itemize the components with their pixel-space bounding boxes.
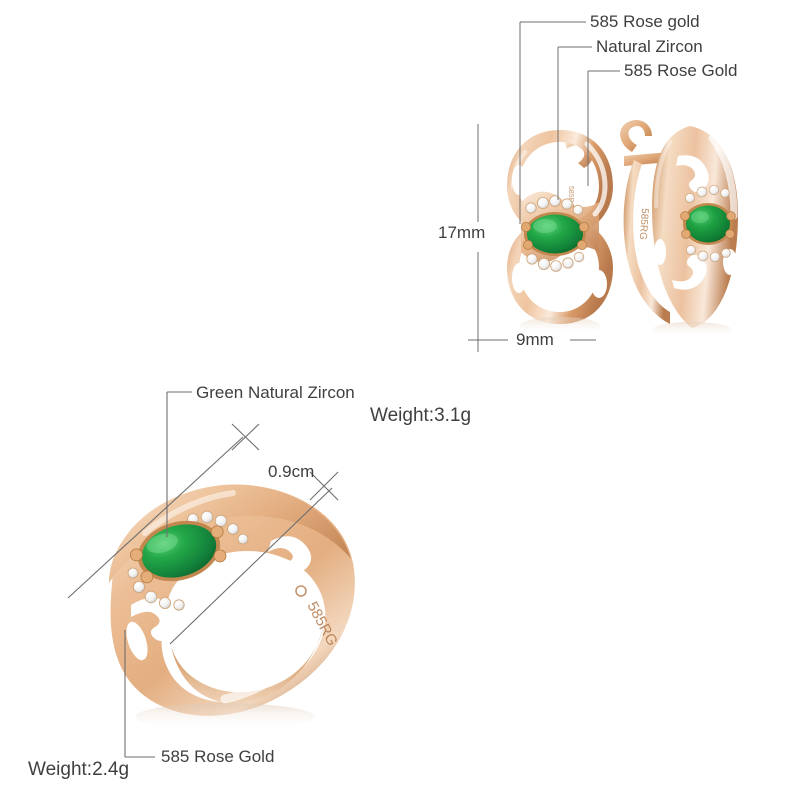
- callout-label-green-natural-zircon: Green Natural Zircon: [196, 383, 355, 402]
- callout-label-natural-zircon: Natural Zircon: [596, 37, 703, 56]
- ring-width-dimension: 0.9cm: [268, 462, 315, 481]
- ring-weight-label: Weight:2.4g: [28, 759, 130, 780]
- svg-text:585RG: 585RG: [637, 208, 650, 241]
- earring-height-dimension: 17mm: [438, 223, 486, 242]
- callout-label-ring-rose-gold: 585 Rose Gold: [161, 747, 275, 766]
- earring-width-dimension: 9mm: [516, 330, 554, 349]
- svg-text:585RG: 585RG: [567, 186, 574, 208]
- callout-label-rose-gold-bottom: 585 Rose Gold: [624, 61, 738, 80]
- earring-side-view: 585RG: [620, 119, 738, 338]
- ring-artwork: 585RG: [109, 484, 355, 731]
- callout-label-rose-gold-top: 585 Rose gold: [590, 12, 700, 31]
- earring-front-view: 585RG: [507, 130, 613, 335]
- earring-weight-label: Weight:3.1g: [370, 405, 472, 426]
